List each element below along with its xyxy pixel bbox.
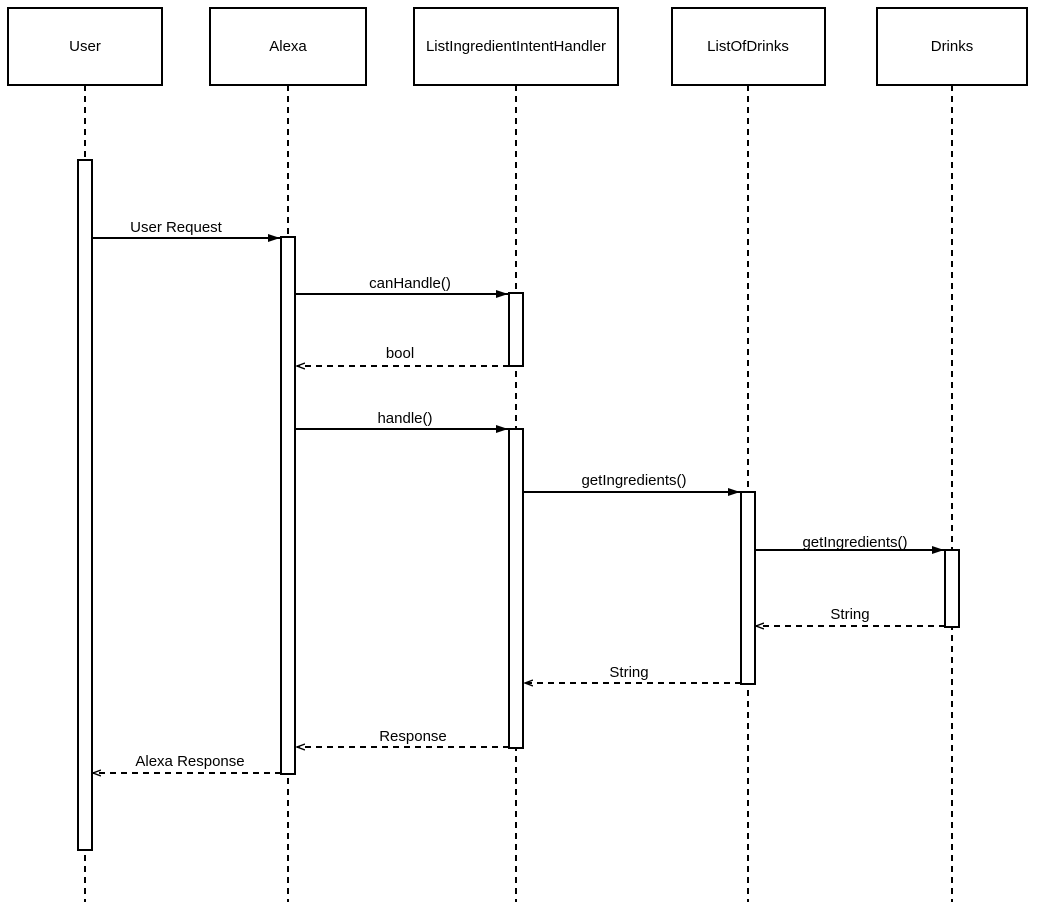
messages: User Request canHandle() bool handle() g… [92,219,945,773]
activation-handler-canhandle [508,292,524,367]
activation-handler-handle [508,428,524,749]
message-getingredients-2: getIngredients() [755,534,944,554]
message-label-canhandle: canHandle() [369,275,451,292]
activation-user [77,159,93,851]
message-string-1: String [756,606,945,626]
message-string-2: String [525,664,741,683]
actor-label-user: User [69,38,101,55]
message-response: Response [297,728,509,747]
message-label-bool: bool [386,345,414,362]
message-label-alexa-response: Alexa Response [135,753,244,770]
message-label-response: Response [379,728,447,745]
activation-bars [77,159,960,851]
actor-box-listingredientintenthandler [413,7,619,86]
actor-drinks: Drinks [876,7,1028,86]
actor-box-user [7,7,163,86]
actor-alexa: Alexa [209,7,367,86]
actor-box-alexa [209,7,367,86]
actor-boxes: User Alexa ListIngredientIntentHandler L… [7,7,1028,86]
message-handle: handle() [295,410,508,433]
message-canhandle: canHandle() [295,275,508,298]
activation-drinks [944,549,960,628]
actor-box-drinks [876,7,1028,86]
actor-listofdrinks: ListOfDrinks [671,7,826,86]
actor-listingredientintenthandler: ListIngredientIntentHandler [413,7,619,86]
actor-label-drinks: Drinks [931,38,974,55]
message-getingredients-1: getIngredients() [523,472,740,496]
message-alexa-response: Alexa Response [93,753,281,773]
activation-alexa [280,236,296,775]
actor-label-listingredientintenthandler: ListIngredientIntentHandler [426,38,606,55]
message-label-string-2: String [609,664,648,681]
actor-label-alexa: Alexa [269,38,307,55]
message-label-string-1: String [830,606,869,623]
message-label-handle: handle() [377,410,432,427]
actor-box-listofdrinks [671,7,826,86]
message-user-request: User Request [92,219,280,242]
message-bool: bool [297,345,509,366]
message-label-getingredients-2: getIngredients() [802,534,907,551]
actor-user: User [7,7,163,86]
actor-label-listofdrinks: ListOfDrinks [707,38,789,55]
message-label-user-request: User Request [130,219,223,236]
message-label-getingredients-1: getIngredients() [581,472,686,489]
activation-listofdrinks [740,491,756,685]
